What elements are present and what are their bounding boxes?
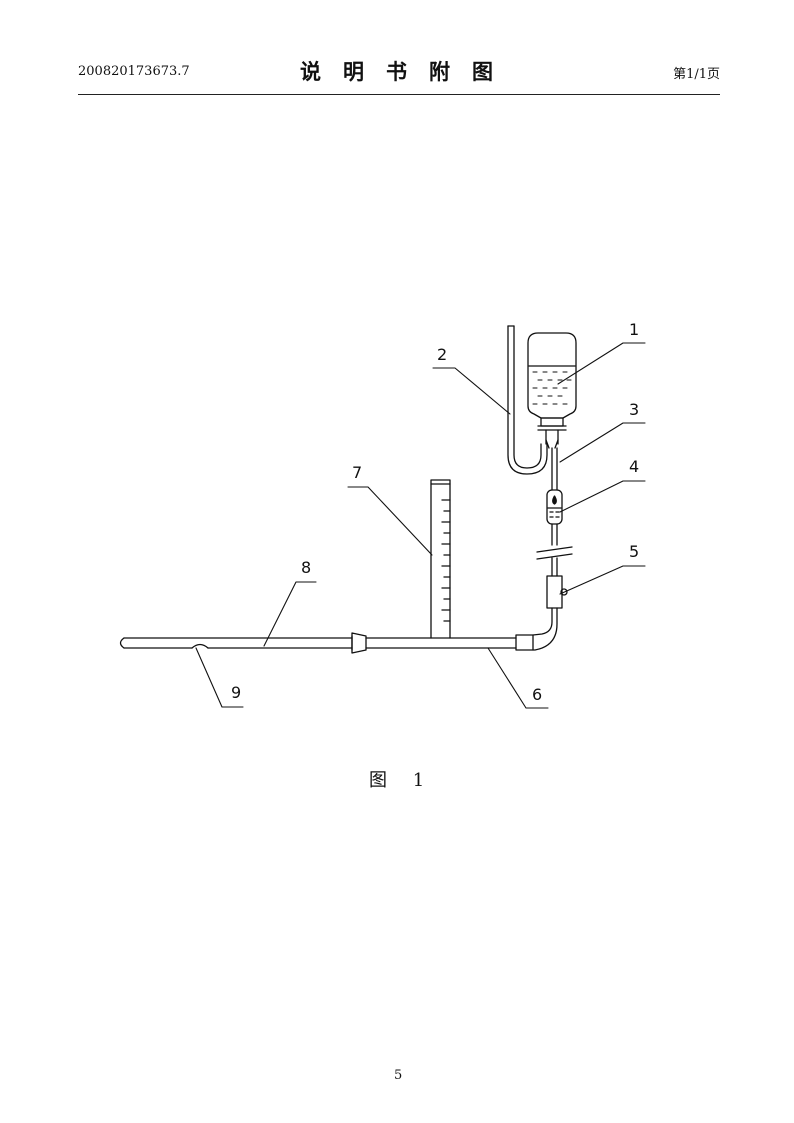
- liquid-dashes: [532, 371, 572, 405]
- infusion-bottle: [527, 332, 577, 449]
- manometer: [430, 479, 451, 639]
- drip-line: [551, 447, 558, 491]
- main-tube: [351, 607, 558, 654]
- callout-9: 9: [231, 683, 241, 702]
- callout-4: 4: [629, 457, 639, 476]
- page-title: 说明书附图: [300, 60, 515, 84]
- air-tube: [507, 325, 548, 475]
- callout-labels: 1 2 3 4 5 6 7 8 9: [231, 320, 639, 704]
- page-indicator: 第1/1页: [673, 67, 720, 82]
- leader-lines: [195, 342, 646, 709]
- catheter: [119, 637, 353, 649]
- page-number: 5: [394, 1068, 403, 1083]
- callout-6: 6: [532, 685, 542, 704]
- application-number: 200820173673.7: [78, 64, 190, 79]
- callout-1: 1: [629, 320, 639, 339]
- callout-8: 8: [301, 558, 311, 577]
- callout-5: 5: [629, 542, 639, 561]
- callout-3: 3: [629, 400, 639, 419]
- callout-7: 7: [352, 463, 362, 482]
- drip-chamber: [536, 489, 573, 577]
- callout-2: 2: [437, 345, 447, 364]
- header-rule: [78, 94, 720, 95]
- figure-caption: 图 1: [369, 770, 435, 791]
- flow-regulator: [546, 575, 568, 609]
